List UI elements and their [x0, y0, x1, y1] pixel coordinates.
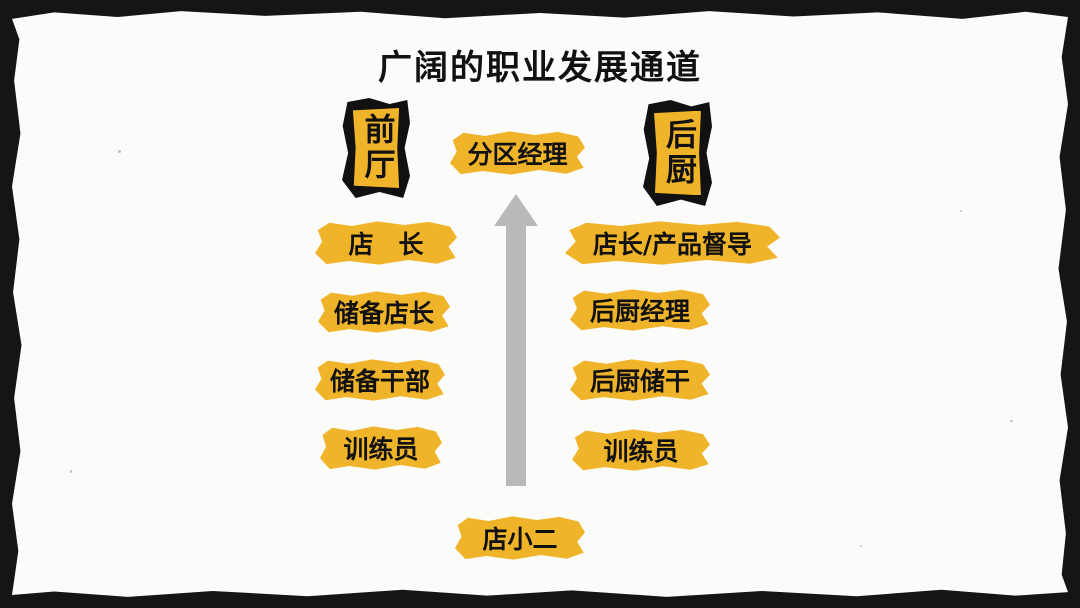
back-role-kitchen-reserve: 后厨储干: [570, 358, 710, 402]
texture-speck: [1010, 420, 1013, 422]
background-panel: [12, 11, 1068, 597]
front-role-store-manager: 店 长: [315, 220, 457, 266]
texture-speck: [860, 545, 862, 547]
front-hall-tag: 前厅: [342, 98, 410, 198]
front-role-trainer: 训练员: [320, 425, 442, 471]
top-role-district-manager: 分区经理: [450, 130, 585, 176]
front-role-reserve-cadre: 储备干部: [315, 358, 445, 402]
back-role-store-manager-product-supervisor: 店长/产品督导: [565, 220, 780, 266]
upward-arrow-icon: [494, 194, 538, 486]
texture-speck: [70, 470, 72, 473]
front-role-reserve-store-manager: 储备店长: [318, 290, 450, 334]
texture-speck: [118, 150, 121, 153]
front-hall-tag-label: 前厅: [358, 113, 395, 183]
bottom-role-waiter: 店小二: [455, 515, 585, 561]
page-title: 广阔的职业发展通道: [378, 48, 702, 88]
back-role-kitchen-manager: 后厨经理: [570, 288, 710, 332]
texture-speck: [960, 210, 962, 212]
back-role-trainer: 训练员: [572, 428, 710, 472]
kitchen-tag-label: 后厨: [660, 118, 696, 188]
kitchen-tag: 后厨: [643, 100, 712, 206]
